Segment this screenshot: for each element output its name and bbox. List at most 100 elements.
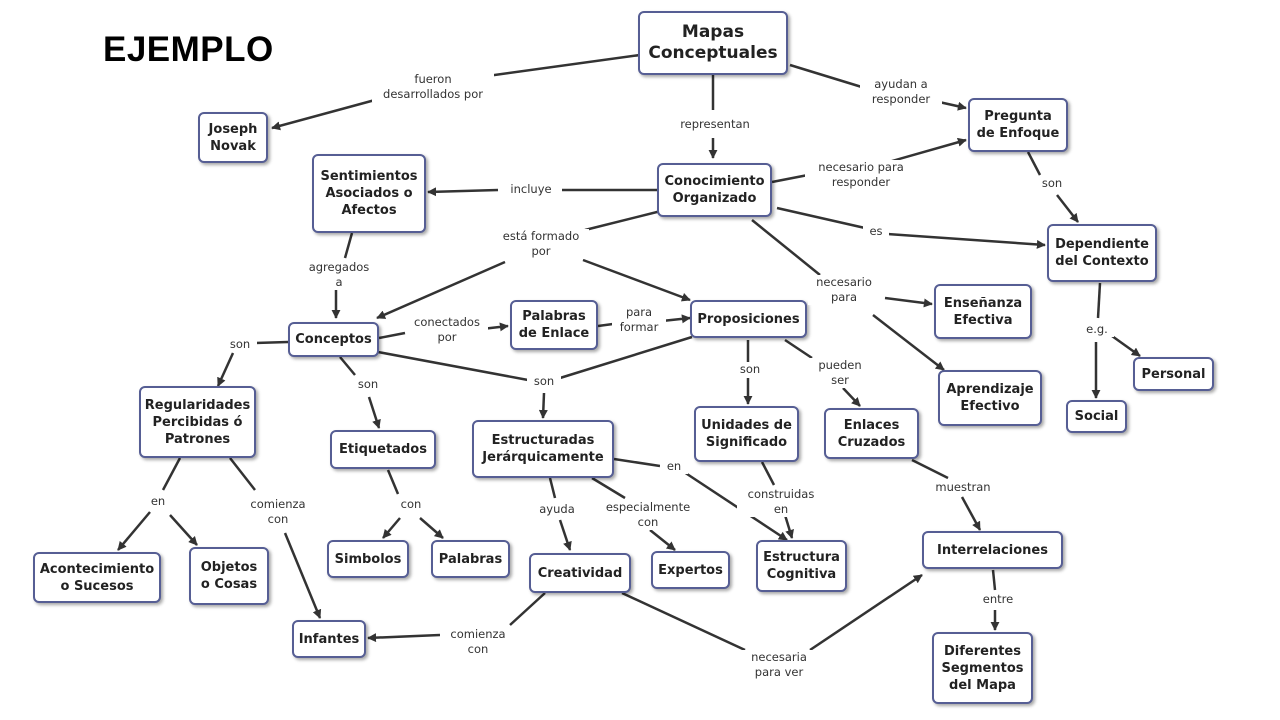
node-estructura-cognitiva[interactable]: Estructura Cognitiva <box>756 540 847 592</box>
link-label-fueron: fueron desarrollados por <box>372 72 494 102</box>
connector <box>584 208 666 232</box>
node-palabras[interactable]: Palabras <box>431 540 510 578</box>
connector <box>842 387 861 407</box>
node-palabras-de-enlace[interactable]: Palabras de Enlace <box>510 300 598 350</box>
node-simbolos[interactable]: Simbolos <box>327 540 409 578</box>
link-label-para-formar: para formar <box>612 305 666 335</box>
connector <box>683 470 788 542</box>
connector <box>377 350 529 382</box>
connector <box>509 592 546 626</box>
node-estructuradas-jerarquicamente[interactable]: Estructuradas Jerárquicamente <box>472 420 614 478</box>
connector <box>582 258 691 302</box>
connector <box>649 529 676 551</box>
node-acontecimiento-o-sucesos[interactable]: Acontecimiento o Sucesos <box>33 552 161 603</box>
connector <box>376 260 506 320</box>
node-ensenanza-efectiva[interactable]: Enseñanza Efectiva <box>934 284 1032 339</box>
connector <box>884 137 967 165</box>
connector <box>784 338 813 360</box>
link-label-construidas: construidas en <box>737 487 825 517</box>
link-label-son-conceptos: son <box>223 337 257 352</box>
connector <box>559 335 693 380</box>
node-social[interactable]: Social <box>1066 400 1127 433</box>
node-interrelaciones[interactable]: Interrelaciones <box>922 531 1063 569</box>
connector <box>751 219 821 276</box>
link-label-necesaria: necesaria para ver <box>740 650 818 680</box>
connector <box>271 98 376 131</box>
node-creatividad[interactable]: Creatividad <box>529 553 631 593</box>
link-label-son-etiquetados: son <box>351 377 385 392</box>
node-dependiente-del-contexto[interactable]: Dependiente del Contexto <box>1047 224 1157 282</box>
connector <box>789 63 866 90</box>
connector <box>613 457 661 468</box>
link-label-ayuda: ayuda <box>531 502 583 517</box>
connector <box>558 519 572 551</box>
node-aprendizaje-efectivo[interactable]: Aprendizaje Efectivo <box>938 370 1042 426</box>
node-pregunta-de-enfoque[interactable]: Pregunta de Enfoque <box>968 98 1068 152</box>
connector <box>991 569 997 591</box>
node-enlaces-cruzados[interactable]: Enlaces Cruzados <box>824 408 919 459</box>
link-label-con-etiquetados: con <box>394 497 428 512</box>
link-label-entre: entre <box>976 592 1020 607</box>
link-label-en-regularidades: en <box>144 494 172 509</box>
connector <box>1111 334 1141 358</box>
node-objetos-o-cosas[interactable]: Objetos o Cosas <box>189 547 269 605</box>
connector <box>887 232 1046 249</box>
link-label-son-unidades: son <box>733 362 767 377</box>
connector <box>427 187 499 197</box>
node-conceptos[interactable]: Conceptos <box>288 322 379 357</box>
connector <box>117 511 151 551</box>
connector <box>283 532 322 619</box>
connector <box>1096 282 1102 319</box>
connector <box>378 331 406 340</box>
node-personal[interactable]: Personal <box>1133 357 1214 391</box>
connector <box>386 469 400 495</box>
node-unidades-de-significado[interactable]: Unidades de Significado <box>694 406 799 462</box>
page-title: EJEMPLO <box>103 30 274 69</box>
link-label-pueden-ser: pueden ser <box>810 358 870 388</box>
link-label-necesario-responder: necesario para responder <box>805 160 917 190</box>
link-label-son-pregunta: son <box>1036 176 1068 191</box>
connector <box>661 314 691 324</box>
connector <box>216 352 235 387</box>
link-label-necesario-para: necesario para <box>808 275 880 305</box>
node-expertos[interactable]: Expertos <box>651 551 730 589</box>
connector <box>960 496 982 531</box>
connector <box>872 314 945 371</box>
connector <box>254 340 289 345</box>
connector <box>419 517 444 539</box>
connector <box>479 53 641 79</box>
connector <box>591 476 626 500</box>
connector <box>884 296 933 308</box>
connector <box>161 457 182 491</box>
node-proposiciones[interactable]: Proposiciones <box>690 300 807 338</box>
link-label-es: es <box>863 224 889 239</box>
connector <box>343 232 354 259</box>
node-infantes[interactable]: Infantes <box>292 620 366 658</box>
link-label-especialmente: especialmente con <box>596 500 700 530</box>
connector <box>169 514 198 546</box>
connector <box>621 591 746 652</box>
node-regularidades[interactable]: Regularidades Percibidas ó Patrones <box>139 386 256 458</box>
connector <box>809 573 923 652</box>
connector <box>339 356 356 376</box>
connector <box>776 206 866 230</box>
connector <box>367 396 381 429</box>
node-conocimiento-organizado[interactable]: Conocimiento Organizado <box>657 163 772 217</box>
link-label-en-estructuradas: en <box>660 459 688 474</box>
link-label-son-estructuradas: son <box>527 374 561 389</box>
connector <box>760 461 776 486</box>
node-joseph-novak[interactable]: Joseph Novak <box>198 112 268 163</box>
link-label-comienza-con-creatividad: comienza con <box>440 627 516 657</box>
connector <box>771 173 809 184</box>
link-label-ayudan: ayudan a responder <box>860 77 942 107</box>
connector <box>783 514 794 539</box>
node-mapas-conceptuales[interactable]: Mapas Conceptuales <box>638 11 788 75</box>
node-sentimientos[interactable]: Sentimientos Asociados o Afectos <box>312 154 426 233</box>
link-label-eg: e.g. <box>1080 322 1114 337</box>
link-label-conectados: conectados por <box>406 315 488 345</box>
connector <box>548 477 557 499</box>
node-diferentes-segmentos-del-mapa[interactable]: Diferentes Segmentos del Mapa <box>932 632 1033 704</box>
connector <box>367 633 441 643</box>
node-etiquetados[interactable]: Etiquetados <box>330 430 436 469</box>
